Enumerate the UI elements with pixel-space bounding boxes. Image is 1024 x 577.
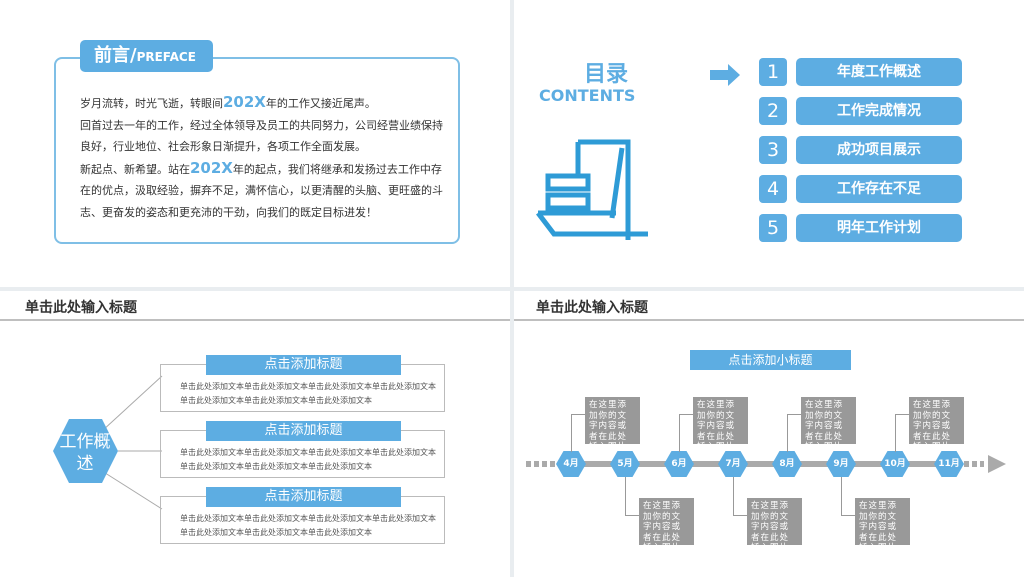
preface-frame [54,57,460,244]
preface-text: 岁月流转，时光飞逝，转眼间202X年的工作又接近尾声。 回首过去一年的工作，经过… [80,93,443,219]
connector [787,414,788,452]
note-box[interactable]: 在这里添加你的文字内容或者在此处插入图片 [747,498,802,553]
card-title[interactable]: 点击添加标题 [206,355,401,375]
slide-timeline[interactable]: 单击此处输入标题 点击添加小标题 4月 在这里添加你的文字内容或者在此处插入图片… [514,291,1024,577]
month-marker: 7月 [718,451,748,477]
month-marker: 10月 [880,451,910,477]
toc-number[interactable]: 1 [759,58,787,86]
timeline-bar [560,461,960,467]
card-body[interactable]: 单击此处添加文本单击此处添加文本单击此处添加文本单击此处添加文本单击此处添加文本… [180,448,436,471]
month-marker: 6月 [664,451,694,477]
card-body[interactable]: 单击此处添加文本单击此处添加文本单击此处添加文本单击此处添加文本单击此处添加文本… [180,514,436,537]
connector [733,477,734,515]
preface-title: 前言/PREFACE [80,40,213,72]
overview-hex-label: 工作概述 [59,432,111,474]
toc-item[interactable]: 工作完成情况 [796,97,962,125]
card-body[interactable]: 单击此处添加文本单击此处添加文本单击此处添加文本单击此处添加文本单击此处添加文本… [180,382,436,405]
connector [625,477,626,515]
note-box[interactable]: 在这里添加你的文字内容或者在此处插入图片 [639,498,694,553]
month-marker: 5月 [610,451,640,477]
timeline-dash-right [964,461,984,467]
month-marker: 11月 [934,451,964,477]
connector [679,414,680,452]
toc-item[interactable]: 工作存在不足 [796,175,962,203]
toc-number[interactable]: 3 [759,136,787,164]
slide-header[interactable]: 单击此处输入标题 [536,300,648,316]
divider [0,319,510,321]
contents-title: 目录 [584,62,629,87]
divider [514,319,1024,321]
timeline-arrow-icon [988,455,1006,473]
timeline-dash-left [526,461,556,467]
contents-title-en: CONTENTS [539,86,636,105]
slide-contents[interactable]: 目录 CONTENTS 1 年度工作概述 2 工作完成情况 3 成功项目展示 4 工作… [514,0,1024,287]
toc-item[interactable]: 成功项目展示 [796,136,962,164]
toc-item[interactable]: 年度工作概述 [796,58,962,86]
card-title[interactable]: 点击添加标题 [206,421,401,441]
toc-item[interactable]: 明年工作计划 [796,214,962,242]
note-box[interactable]: 在这里添加你的文字内容或者在此处插入图片 [801,397,856,452]
timeline-subtitle[interactable]: 点击添加小标题 [690,350,851,370]
slide-overview[interactable]: 单击此处输入标题 工作概述 点击添加标题 单击此处添加文本单击此处添加文本单击此… [0,291,510,577]
connector [679,414,693,415]
card-title[interactable]: 点击添加标题 [206,487,401,507]
connector-lines [53,375,163,510]
slide-header[interactable]: 单击此处输入标题 [25,300,137,316]
toc-number[interactable]: 5 [759,214,787,242]
connector [571,414,585,415]
connector [841,477,842,515]
month-marker: 4月 [556,451,586,477]
connector [895,414,909,415]
connector [733,515,747,516]
toc-number[interactable]: 2 [759,97,787,125]
note-box[interactable]: 在这里添加你的文字内容或者在此处插入图片 [693,397,748,452]
month-marker: 8月 [772,451,802,477]
connector [787,414,801,415]
arrow-right-icon [710,64,740,86]
month-marker: 9月 [826,451,856,477]
connector [625,515,639,516]
note-box[interactable]: 在这里添加你的文字内容或者在此处插入图片 [585,397,640,452]
connector [571,414,572,452]
slide-preface[interactable]: 前言/PREFACE 岁月流转，时光飞逝，转眼间202X年的工作又接近尾声。 回… [0,0,510,287]
crane-ship-icon [536,139,648,240]
note-box[interactable]: 在这里添加你的文字内容或者在此处插入图片 [909,397,964,452]
connector [841,515,855,516]
toc-number[interactable]: 4 [759,175,787,203]
connector [895,414,896,452]
note-box[interactable]: 在这里添加你的文字内容或者在此处插入图片 [855,498,910,553]
